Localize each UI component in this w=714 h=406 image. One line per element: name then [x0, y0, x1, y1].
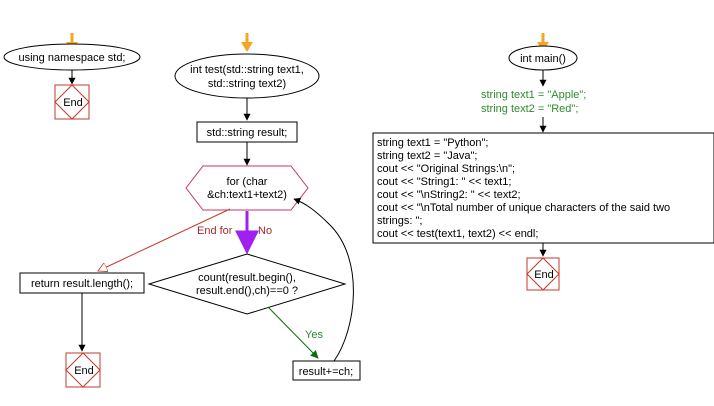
code-line: string text1 = "Python";	[377, 137, 488, 149]
main-green-line1: string text1 = "Apple";	[481, 89, 586, 101]
left-start-label: using namespace std;	[18, 52, 125, 64]
yes-branch-arrow	[267, 306, 319, 359]
code-line: cout << "Original Strings:\n";	[377, 163, 515, 175]
left-end-label: End	[63, 97, 83, 109]
condition-diamond	[147, 253, 347, 315]
test-end-label: End	[74, 365, 94, 377]
main-green-line2: string text2 = "Red";	[481, 103, 578, 115]
end-for-arrow	[98, 208, 231, 271]
return-label: return result.length();	[31, 278, 133, 290]
main-code-box	[372, 132, 714, 244]
code-line: cout << "\nString2: " << text2;	[377, 189, 521, 201]
test-start-label-line2: std::string text2)	[208, 78, 286, 90]
result-decl-label: std::string result;	[207, 127, 288, 139]
test-start-node	[174, 53, 320, 99]
no-label: No	[258, 225, 272, 237]
for-loop-hexagon	[185, 165, 309, 211]
condition-label-line1: count(result.begin(),	[198, 272, 296, 284]
test-end-node: End	[65, 352, 101, 388]
left-flow: using namespace std; End	[3, 33, 141, 120]
condition-label-line2: result.end(),ch)==0 ?	[196, 285, 298, 297]
code-line: string text2 = "Java";	[377, 150, 477, 162]
test-start-arrow-icon	[241, 33, 253, 52]
loop-back-arrow	[293, 197, 354, 362]
append-label: result+=ch;	[299, 366, 353, 378]
for-loop-label-line1: for (char	[227, 176, 268, 188]
append-box	[292, 360, 361, 381]
code-line: strings: ";	[377, 215, 422, 227]
code-line: cout << test(text1, text2) << endl;	[377, 228, 538, 240]
yes-label: Yes	[305, 329, 323, 341]
code-line: cout << "\nTotal number of unique charac…	[377, 202, 670, 214]
main-start-label: int main()	[520, 53, 566, 65]
end-for-label: End for	[197, 225, 233, 237]
code-line: cout << "String1: " << text1;	[377, 176, 511, 188]
test-start-label-line1: int test(std::string text1,	[190, 64, 304, 76]
test-flow: int test(std::string text1, std::string …	[19, 33, 361, 388]
main-end-node: End	[526, 257, 560, 291]
main-flow: int main() string text1 = "Apple"; strin…	[372, 33, 714, 291]
main-end-label: End	[534, 269, 554, 281]
for-loop-label-line2: &ch:text1+text2)	[207, 189, 287, 201]
left-end-node: End	[54, 84, 90, 120]
